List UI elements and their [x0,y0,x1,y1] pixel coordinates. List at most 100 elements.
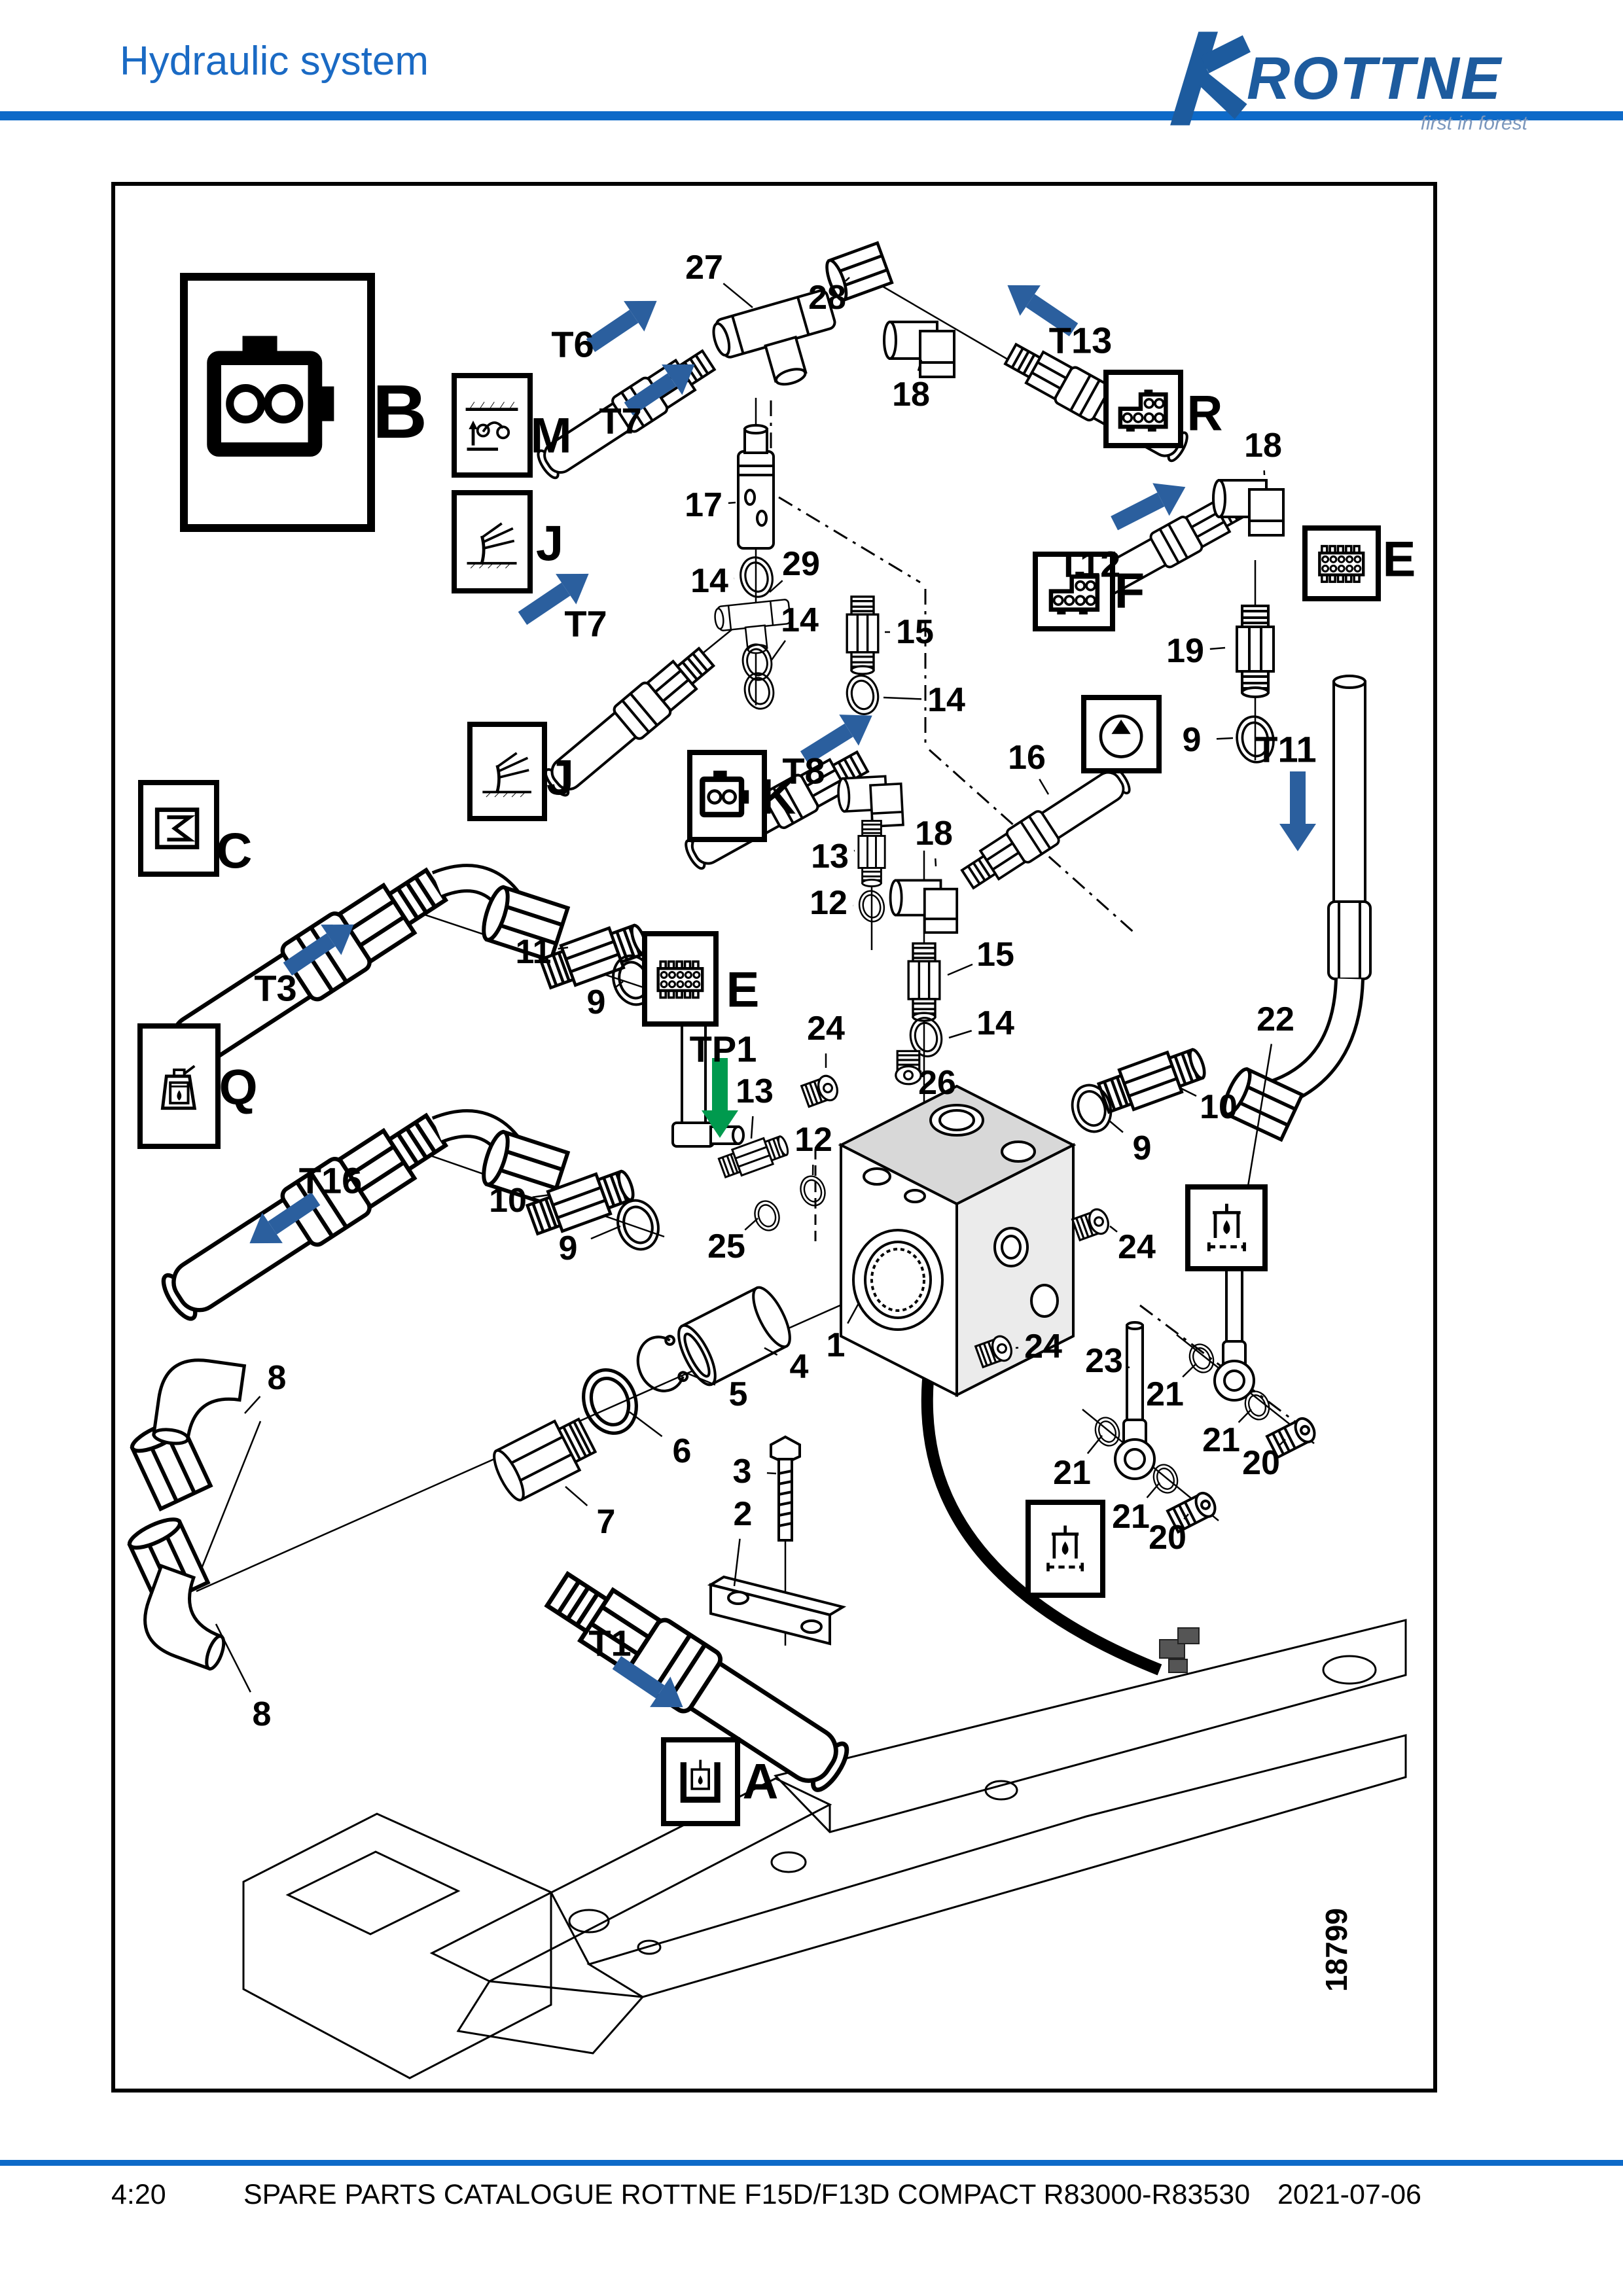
label-28: 28 [808,279,846,317]
motor-symbol-icon [143,785,214,872]
label-t7: T7 [564,603,607,645]
arrow-head [702,1110,738,1138]
icon-box-e2 [642,931,719,1027]
leader-10 [532,1193,550,1198]
label-13: 13 [736,1072,774,1110]
label-m: M [530,408,572,464]
label-14: 14 [690,562,728,600]
ten-pin-connector-icon [1308,531,1376,596]
leader-27 [722,283,753,308]
label-9: 9 [1182,721,1202,759]
label-9: 9 [586,983,606,1021]
footer-rule [0,2160,1623,2166]
icon-box-q [137,1023,221,1149]
arrow-shaft [1290,771,1306,824]
leader-2 [733,1538,741,1587]
label-r: R [1186,385,1223,442]
label-b: B [372,369,427,454]
label-8: 8 [267,1359,287,1397]
footer-page-number: 4:20 [111,2179,166,2210]
icon-box-filter2 [1026,1500,1105,1598]
leader-21 [1182,1363,1197,1378]
label-t8: T8 [782,750,825,792]
label-6: 6 [672,1432,692,1470]
plate-2 [707,1575,847,1646]
leader-13 [750,1116,754,1139]
leader-14 [948,1030,972,1039]
filter-symbol-icon [1190,1190,1262,1266]
leader-6 [629,1411,663,1438]
leader-14 [883,696,922,700]
leader-25 [744,1218,758,1231]
leader-21 [1146,1482,1160,1498]
figure-number: 18799 [1319,1908,1353,1992]
page-title: Hydraulic system [120,39,429,84]
l-connector-icon [1109,375,1178,443]
label-10: 10 [489,1182,527,1220]
label-9: 9 [1132,1129,1152,1167]
leader-14 [770,640,787,662]
icon-box-a [661,1737,740,1826]
two-pin-connector-icon [692,755,762,837]
label-21: 21 [1112,1498,1150,1536]
label-t11: T11 [1255,728,1317,770]
label-12: 12 [794,1121,832,1159]
label-11: 11 [515,933,552,971]
leader-9 [615,981,624,988]
label-19: 19 [1166,632,1204,670]
label-21: 21 [1053,1454,1091,1492]
label-18: 18 [892,376,930,414]
label-3: 3 [732,1453,752,1491]
label-c: C [216,823,253,879]
rottne-logo: ROTTNE first in forest [1165,26,1531,134]
label-e: E [1382,531,1416,588]
label-t6: T6 [551,323,594,365]
icon-box-f [1033,552,1115,631]
leader-9 [1108,1120,1124,1133]
label-tp1: TP1 [689,1028,757,1070]
label-14: 14 [976,1004,1014,1042]
leader-7 [565,1486,588,1506]
frame-valve-block [1159,1627,1200,1673]
label-13: 13 [811,838,849,875]
label-k: K [760,769,796,825]
leader-16 [1039,779,1050,795]
valve-17 [737,424,775,550]
label-j: J [535,516,564,572]
crane-symbol-icon [457,378,527,472]
label-10: 10 [1200,1088,1238,1126]
leader-11 [558,946,569,950]
label-27: 27 [685,249,723,287]
bolt-3 [770,1435,801,1542]
leader-8 [244,1396,261,1414]
icon-box-j1 [452,490,533,593]
label-18: 18 [1244,427,1282,465]
label-14: 14 [781,601,819,639]
direction-arrow-9 [1279,771,1316,851]
brand-name: ROTTNE [1247,45,1503,112]
leader-28 [845,277,850,282]
leader-19 [1209,646,1226,650]
manifold-block [838,1084,1077,1398]
label-24: 24 [1024,1328,1062,1366]
label-23: 23 [1085,1342,1123,1380]
leader-21 [1238,1409,1252,1423]
icon-box-k [687,750,767,842]
leader-18 [935,858,937,867]
label-20: 20 [1242,1444,1280,1482]
label-t7: T7 [599,400,642,442]
label-12: 12 [810,884,847,922]
leader-10 [1179,1086,1197,1097]
footer-catalogue-title: SPARE PARTS CATALOGUE ROTTNE F15D/F13D C… [243,2179,1251,2210]
label-26: 26 [918,1064,956,1102]
label-j: J [546,750,575,806]
icon-box-r [1103,370,1183,448]
t16-assembly [431,1109,666,1256]
t3-assembly [431,864,662,1012]
oil-can-icon [143,1029,215,1144]
leader-23 [1128,1366,1130,1369]
icon-box-filter1 [1185,1184,1268,1271]
label-t12: T12 [1057,543,1121,585]
